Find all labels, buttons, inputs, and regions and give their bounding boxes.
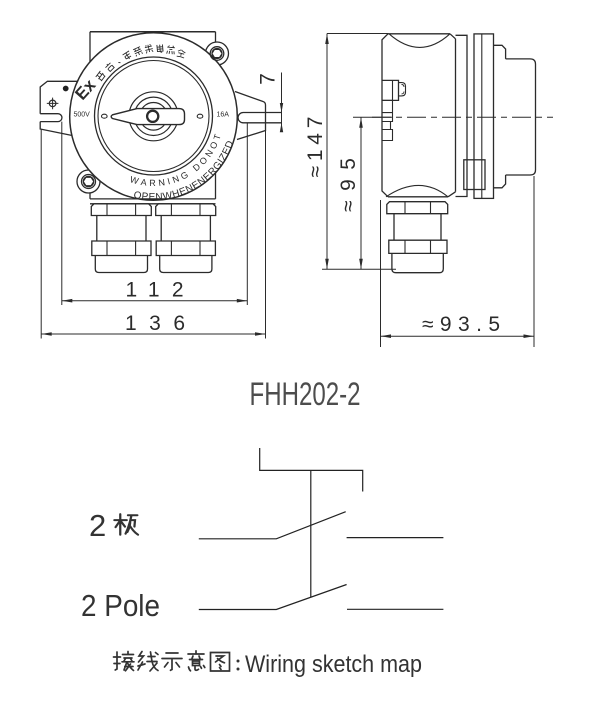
svg-text:7: 7 xyxy=(257,73,280,85)
svg-text:16A: 16A xyxy=(217,112,230,119)
svg-text:2: 2 xyxy=(89,508,106,543)
svg-text:500V: 500V xyxy=(74,112,91,119)
svg-text:FHH202-2: FHH202-2 xyxy=(250,376,361,412)
svg-text:112: 112 xyxy=(126,279,184,302)
svg-text:≈93.5: ≈93.5 xyxy=(422,313,500,336)
svg-text:136: 136 xyxy=(125,312,185,335)
svg-text:≈95: ≈95 xyxy=(337,158,360,212)
svg-text:2 Pole: 2 Pole xyxy=(81,588,160,623)
svg-text:Wiring sketch map: Wiring sketch map xyxy=(245,651,422,678)
